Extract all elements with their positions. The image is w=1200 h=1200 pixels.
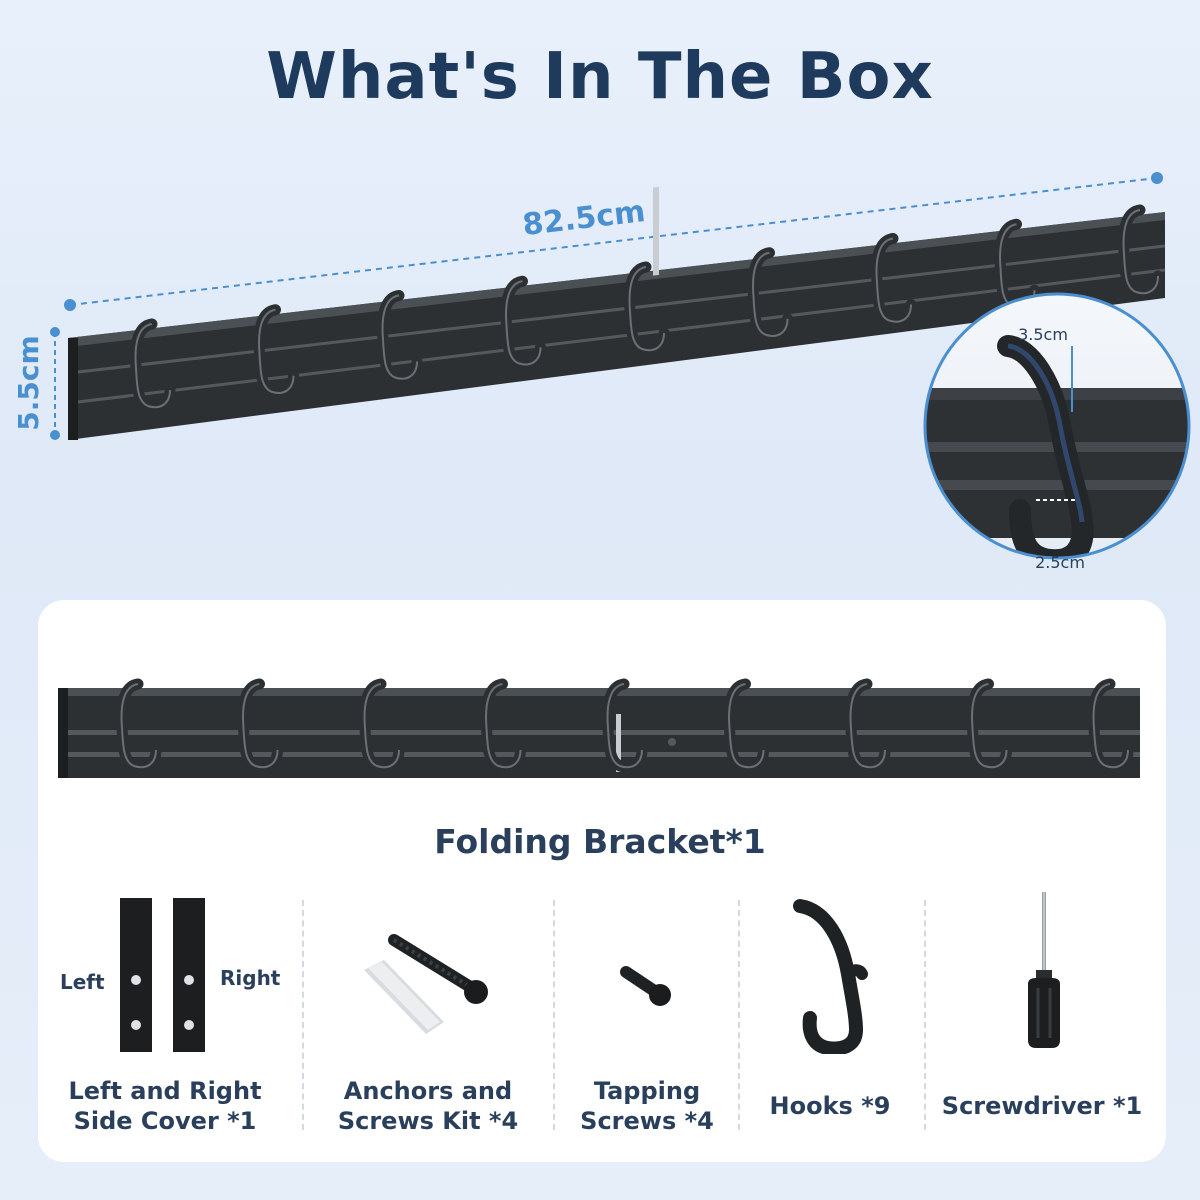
tapping-screws-label-line2: Screws *4 xyxy=(580,1107,714,1135)
bracket-hooks xyxy=(116,678,1134,773)
folding-bracket-label: Folding Bracket*1 xyxy=(434,822,766,861)
length-label: 82.5cm xyxy=(521,194,647,243)
anchors-screws-label: Anchors and Screws Kit *4 xyxy=(308,1076,548,1136)
side-cover-right-tag: Right xyxy=(220,966,281,990)
side-cover-label-line2: Side Cover *1 xyxy=(73,1107,257,1135)
item-divider xyxy=(924,900,926,1130)
screwdriver-label: Screwdriver *1 xyxy=(941,1092,1143,1120)
bracket-hook-4-highlight xyxy=(485,683,522,769)
bracket-hook-6-highlight xyxy=(728,683,765,769)
top-hook-6-highlight xyxy=(752,251,789,337)
side-cover-icon xyxy=(120,898,205,1052)
rail-joint xyxy=(653,186,659,276)
length-dim-end-dot xyxy=(1151,172,1163,184)
side-cover-left-tag: Left xyxy=(60,970,105,994)
bracket-hook-2-highlight xyxy=(242,683,279,769)
item-divider xyxy=(302,900,304,1130)
top-hook-9-highlight xyxy=(1122,209,1159,295)
folding-bracket-illustration xyxy=(58,678,1140,778)
top-hook-1-highlight xyxy=(134,323,171,409)
height-label: 5.5cm xyxy=(12,335,45,430)
bracket-hook-3-highlight xyxy=(363,683,400,769)
top-hook-4-highlight xyxy=(505,280,542,366)
top-hooks xyxy=(130,204,1164,413)
top-hook-2-highlight xyxy=(258,308,295,394)
bracket-hook-8-highlight xyxy=(971,683,1008,769)
tapping-screws-label-line1: Tapping xyxy=(593,1077,701,1105)
bracket-joint xyxy=(616,714,621,772)
hook-gap-label: 2.5cm xyxy=(1035,553,1085,572)
hooks-label: Hooks *9 xyxy=(769,1092,891,1120)
anchors-screws-icon xyxy=(364,934,488,1034)
top-hook-5-highlight xyxy=(628,266,665,352)
screwdriver-icon xyxy=(1028,892,1060,1048)
bracket-hook-1-highlight xyxy=(120,683,157,769)
side-cover-label: Left and Right Side Cover *1 xyxy=(45,1076,285,1136)
bracket-hook-7-highlight xyxy=(849,683,886,769)
top-hook-3-highlight xyxy=(381,294,418,380)
anchors-screws-label-line1: Anchors and xyxy=(343,1077,513,1105)
hook-depth-label: 3.5cm xyxy=(1018,325,1068,344)
top-hook-7-highlight xyxy=(875,237,912,323)
item-divider xyxy=(553,900,555,1130)
page-title: What's In The Box xyxy=(266,40,934,114)
rail-body xyxy=(68,212,1165,440)
length-dim-start-dot xyxy=(64,299,76,311)
tapping-screws-label: Tapping Screws *4 xyxy=(527,1076,767,1136)
side-cover-label-line1: Left and Right xyxy=(68,1077,262,1105)
item-divider xyxy=(738,900,740,1130)
bracket-hook-5-highlight xyxy=(606,683,643,769)
anchors-screws-label-line2: Screws Kit *4 xyxy=(337,1107,519,1135)
bracket-hook-9-highlight xyxy=(1092,683,1129,769)
hook-detail-magnifier: 3.5cm 2.5cm xyxy=(923,292,1191,572)
tapping-screw-icon xyxy=(620,966,671,1006)
hook-icon xyxy=(793,899,868,1054)
rack-dimension-illustration: 82.5cm 5.5cm 3.5cm 2.5cm xyxy=(12,172,1191,572)
